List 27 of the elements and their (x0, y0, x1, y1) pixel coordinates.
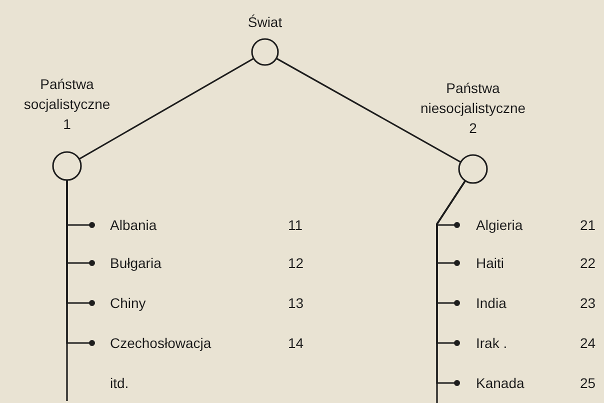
continuation-note: itd. (110, 374, 129, 393)
country-name: Kanada (476, 374, 524, 393)
code-number: 23 (580, 294, 596, 313)
country-name: India (476, 294, 506, 313)
code-number: 11 (288, 216, 303, 235)
code-number: 14 (288, 334, 304, 353)
node-label: Państwa socjalistyczne (22, 75, 112, 114)
tree-leaf-connector (436, 180, 466, 386)
node-number: 2 (468, 119, 478, 138)
country-name: Bułgaria (110, 254, 162, 273)
country-name: Irak . (476, 334, 508, 353)
tree-branch-line (78, 58, 254, 160)
country-name: Albania (110, 216, 157, 235)
code-number: 13 (288, 294, 304, 313)
country-name: Haiti (476, 254, 504, 273)
node-label: Państwa niesocjalistyczne (419, 79, 527, 118)
code-number: 22 (580, 254, 596, 273)
node-label: Świat (246, 13, 284, 32)
country-name: Chiny (110, 294, 146, 313)
node-number: 1 (62, 115, 72, 134)
code-number: 25 (580, 374, 596, 393)
code-number: 12 (288, 254, 304, 273)
country-name: Czechosłowacja (110, 334, 212, 353)
code-number: 24 (580, 334, 596, 353)
tree-branch-line (276, 58, 462, 163)
code-number: 21 (580, 216, 596, 235)
country-name: Algieria (476, 216, 523, 235)
